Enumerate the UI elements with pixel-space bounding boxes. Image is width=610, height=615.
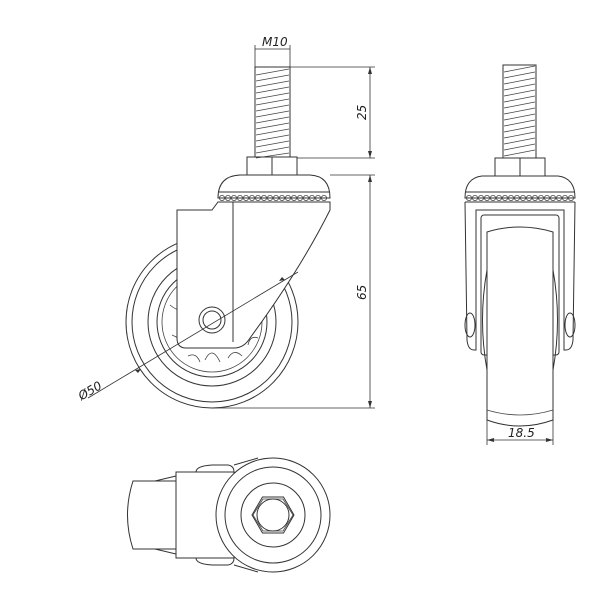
diameter-label: Ø50 (75, 378, 105, 403)
front-wheel (482, 226, 558, 427)
height-dimension: 65 (212, 174, 375, 409)
front-hex-nut (494, 157, 546, 177)
threaded-stem (254, 66, 291, 159)
bottom-wheel (127, 475, 177, 555)
side-view: Ø50 (75, 66, 331, 409)
thread-label: M10 (262, 35, 288, 49)
stem-length-label: 25 (355, 105, 369, 120)
front-threaded-stem (502, 64, 537, 159)
front-swivel-head (464, 175, 576, 203)
thread-dimension: M10 (254, 35, 291, 67)
stem-length-dimension: 25 (290, 66, 375, 159)
height-label: 65 (355, 285, 369, 300)
bottom-swivel-plate (215, 457, 331, 573)
fork (176, 201, 331, 349)
bottom-hex-nut (251, 496, 295, 534)
width-dimension: 18.5 (486, 415, 554, 445)
swivel-head (217, 174, 331, 203)
front-view (464, 64, 576, 427)
hex-nut (246, 156, 298, 176)
axle (198, 306, 226, 334)
width-label: 18.5 (508, 426, 535, 440)
bottom-view (127, 457, 331, 573)
